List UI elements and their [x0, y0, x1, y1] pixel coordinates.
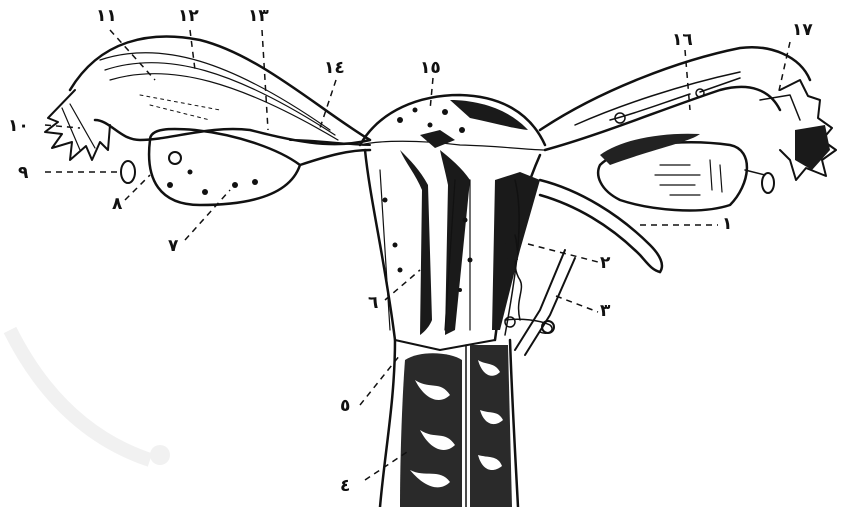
uterus-fundus [360, 95, 545, 150]
label-15: ١٥ [420, 60, 441, 77]
label-17: ١٧ [792, 22, 813, 39]
label-8: ٨ [112, 196, 122, 213]
label-11: ١١ [96, 8, 117, 25]
label-12: ١٢ [178, 8, 199, 25]
right-ovary [598, 134, 774, 211]
label-3: ٣ [600, 303, 610, 320]
right-fimbriae [760, 80, 836, 180]
label-14: ١٤ [324, 60, 345, 77]
label-9: ٩ [18, 165, 28, 182]
watermark [10, 330, 170, 465]
label-10: ١٠ [8, 118, 29, 135]
left-fimbriae [45, 90, 110, 160]
label-2: ٢ [600, 255, 610, 272]
label-6: ٦ [368, 295, 378, 312]
vagina [380, 340, 518, 507]
label-13: ١٣ [248, 8, 269, 25]
label-1: ١ [722, 216, 732, 233]
label-4: ٤ [340, 478, 350, 495]
label-5: ٥ [340, 398, 350, 415]
left-fallopian-tube [70, 37, 370, 145]
label-7: ٧ [168, 238, 178, 255]
label-16: ١٦ [672, 32, 693, 49]
